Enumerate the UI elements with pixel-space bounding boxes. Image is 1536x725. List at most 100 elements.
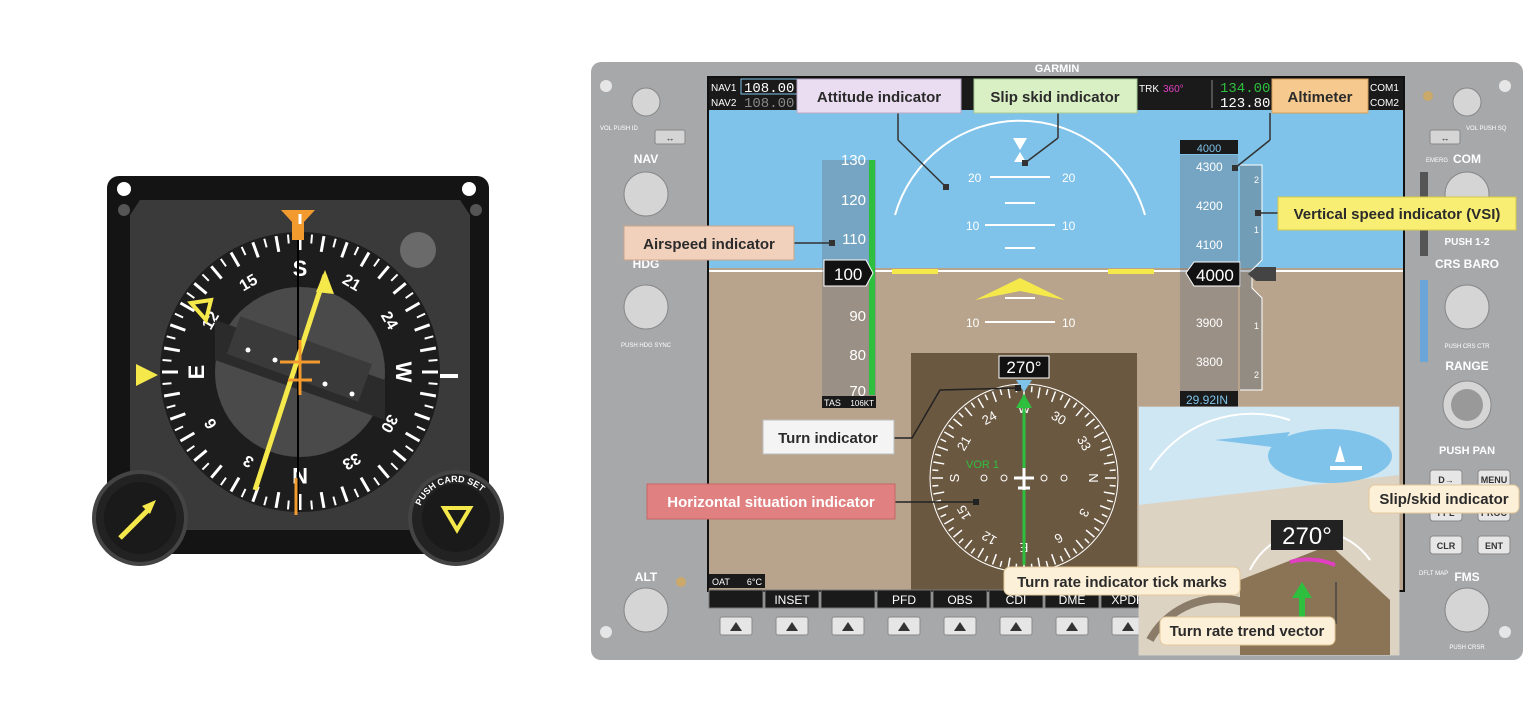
pfd-compass-tick [937, 445, 949, 452]
pfd-compass-label: 21 [954, 433, 974, 453]
pfd-compass-label: 30 [1049, 408, 1069, 428]
pfd-compass-tick [999, 388, 1003, 396]
compass-tick [419, 391, 437, 398]
fms-knob[interactable] [1444, 587, 1490, 633]
keypad-button[interactable] [1477, 535, 1511, 555]
compass-tick [201, 273, 210, 282]
selected-altitude-box [1180, 140, 1238, 154]
compass-tick [163, 391, 181, 398]
crs-baro-label: CRS BARO [1435, 257, 1499, 271]
hdg-sync-label: PUSH HDG SYNC [621, 343, 672, 349]
crs-baro-knob[interactable] [1444, 284, 1490, 330]
inset-heading-readout: 270° [1282, 523, 1332, 550]
compass-tick [319, 491, 326, 509]
heading-bug-icon [187, 297, 214, 325]
inset-roll-arc [1149, 412, 1291, 471]
com2-freq: 123.80 [1220, 96, 1270, 112]
pfd-compass-tick [1059, 555, 1064, 562]
vol-knob[interactable] [631, 87, 661, 117]
nav2-label: NAV2 [711, 98, 737, 109]
svg-text:20: 20 [968, 171, 982, 185]
softkey-arrow-icon [842, 622, 854, 631]
compass-tick [163, 346, 181, 353]
pfd-compass-tick [1106, 499, 1114, 503]
svg-text:10: 10 [966, 219, 980, 233]
pfd-compass-tick [1094, 424, 1100, 430]
altitude-tick: 3800 [1196, 355, 1223, 369]
compass-tick [377, 464, 390, 479]
swap-button[interactable] [1429, 129, 1461, 145]
pfd-compass-tick [940, 438, 947, 443]
softkey-label: XPDR [1111, 593, 1145, 607]
compass-tick [210, 265, 223, 280]
airspeed-tick: 70 [849, 383, 866, 400]
callout-slip-skid [973, 78, 1138, 114]
crs-ctr-label: PUSH CRS CTR [1444, 344, 1490, 350]
pfd-compass-tick [984, 394, 989, 401]
pfd-compass-tick [1093, 517, 1105, 525]
pfd-compass-tick [977, 547, 985, 559]
course-pointer-icon [252, 274, 328, 491]
pfd-compass-tick [953, 418, 963, 427]
pfd-compass-tick [984, 555, 989, 562]
baro-box[interactable] [1180, 391, 1238, 407]
pfd-compass-tick [1063, 397, 1071, 409]
pfd-compass-label: N [1086, 473, 1101, 482]
com-label: COM [1453, 152, 1481, 166]
pfd-compass-tick [948, 424, 954, 430]
compass-tick [359, 476, 371, 493]
airspeed-readout: 100 [834, 265, 862, 284]
pfd-compass-tick [1109, 484, 1116, 487]
softkey-label: OBS [947, 593, 972, 607]
callout-airspeed-text: Airspeed indicator [643, 236, 775, 253]
callout-slip-skid-inset-text: Slip/skid indicator [1379, 491, 1508, 508]
swap-button[interactable] [654, 129, 686, 145]
softkey-label: CDI [1006, 593, 1027, 607]
hdg-knob[interactable] [623, 284, 669, 330]
pfd-compass-tick [1007, 387, 1011, 399]
turn-detail-inset: 270° [1138, 406, 1400, 656]
push-crsr-label: PUSH CRSR [1449, 645, 1485, 651]
com1-label: COM1 [1370, 83, 1399, 94]
heading-readout-box [998, 355, 1050, 379]
com1-freq: 134.00 [1220, 81, 1270, 97]
heading-knob[interactable]: PUSH CARD SET [408, 470, 504, 566]
pfd-compass-tick [1103, 491, 1115, 495]
callout-turn-trend-text: Turn rate trend vector [1170, 623, 1325, 640]
deviation-dot [349, 391, 355, 397]
nav-knob[interactable] [623, 171, 669, 217]
course-knob[interactable] [92, 470, 188, 566]
pfd-compass-tick [1101, 513, 1108, 518]
pfd-compass-tick [958, 412, 964, 418]
callout-turn-ticks [1003, 566, 1241, 596]
airspeed-readout-box [823, 259, 874, 287]
compass-label: N [292, 463, 308, 488]
alt-label: ALT [635, 570, 658, 584]
pfd-compass-tick [964, 539, 973, 549]
emerg-label: EMERG [1426, 158, 1448, 164]
softkey-label-box [820, 589, 876, 609]
vsi-pointer-icon [1248, 267, 1276, 281]
callout-vsi [1277, 196, 1517, 231]
screw-icon [600, 80, 612, 92]
pfd-compass-tick [1072, 548, 1078, 554]
vsi-tick: 1 [1254, 225, 1259, 235]
compass-tick [405, 445, 414, 452]
vol-knob[interactable] [1452, 87, 1482, 117]
svg-text:10: 10 [1062, 316, 1076, 330]
compass-tick [310, 234, 314, 244]
alt-knob[interactable] [623, 587, 669, 633]
callout-turn [762, 419, 895, 455]
keypad-label: MENU [1481, 475, 1508, 485]
compass-tick [240, 488, 247, 498]
callout-attitude-text: Attitude indicator [817, 89, 941, 106]
compass-tick [404, 431, 421, 443]
compass-tick [193, 282, 208, 295]
compass-tick [286, 500, 290, 510]
compass-label: S [293, 256, 308, 281]
pfd-compass-tick [991, 391, 998, 403]
pfd-compass-tick [953, 529, 963, 538]
keypad-button[interactable] [1429, 535, 1463, 555]
photocell-icon [676, 577, 686, 587]
